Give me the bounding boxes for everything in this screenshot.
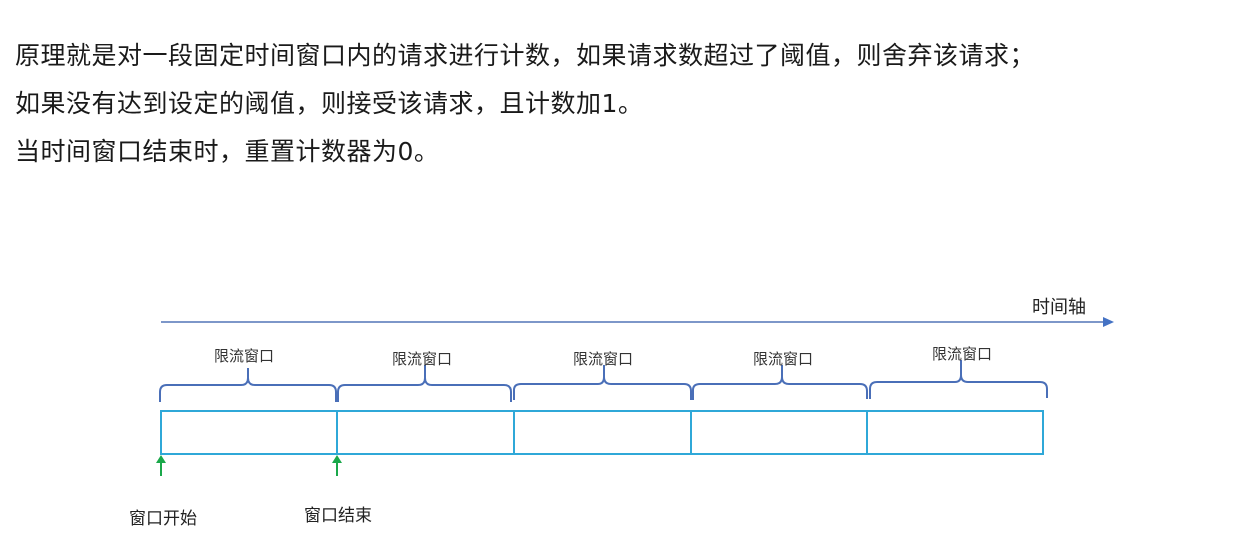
window-braces: [159, 360, 1048, 402]
window-box-3: [513, 410, 692, 455]
window-start-marker: [156, 455, 166, 476]
window-end-marker: [332, 455, 342, 476]
time-axis-label: 时间轴: [1032, 297, 1086, 318]
window-label-5: 限流窗口: [931, 345, 993, 363]
window-boxes: [160, 410, 1044, 455]
window-label-4: 限流窗口: [752, 350, 814, 368]
window-box-1: [160, 410, 338, 455]
window-box-5: [866, 410, 1044, 455]
brace-3: [513, 365, 692, 400]
axis-arrowhead-icon: [1103, 317, 1114, 327]
brace-4: [692, 365, 868, 400]
window-label-1: 限流窗口: [213, 347, 275, 365]
arrow-up-icon: [156, 455, 166, 463]
window-label-3: 限流窗口: [572, 350, 634, 368]
description-line-2: 如果没有达到设定的阈值，则接受该请求，且计数加1。: [15, 89, 644, 118]
window-end-label: 窗口结束: [304, 506, 372, 526]
window-box-4: [690, 410, 868, 455]
window-box-2: [336, 410, 515, 455]
description-line-1: 原理就是对一段固定时间窗口内的请求进行计数，如果请求数超过了阈值，则舍弃该请求；: [15, 41, 1036, 70]
brace-5: [869, 360, 1048, 399]
time-axis: [161, 317, 1114, 327]
window-start-label: 窗口开始: [129, 509, 197, 529]
brace-2: [337, 365, 512, 402]
brace-1: [159, 368, 337, 402]
window-label-2: 限流窗口: [391, 350, 453, 368]
arrow-up-icon: [332, 455, 342, 463]
description-line-3: 当时间窗口结束时，重置计数器为0。: [15, 137, 440, 166]
